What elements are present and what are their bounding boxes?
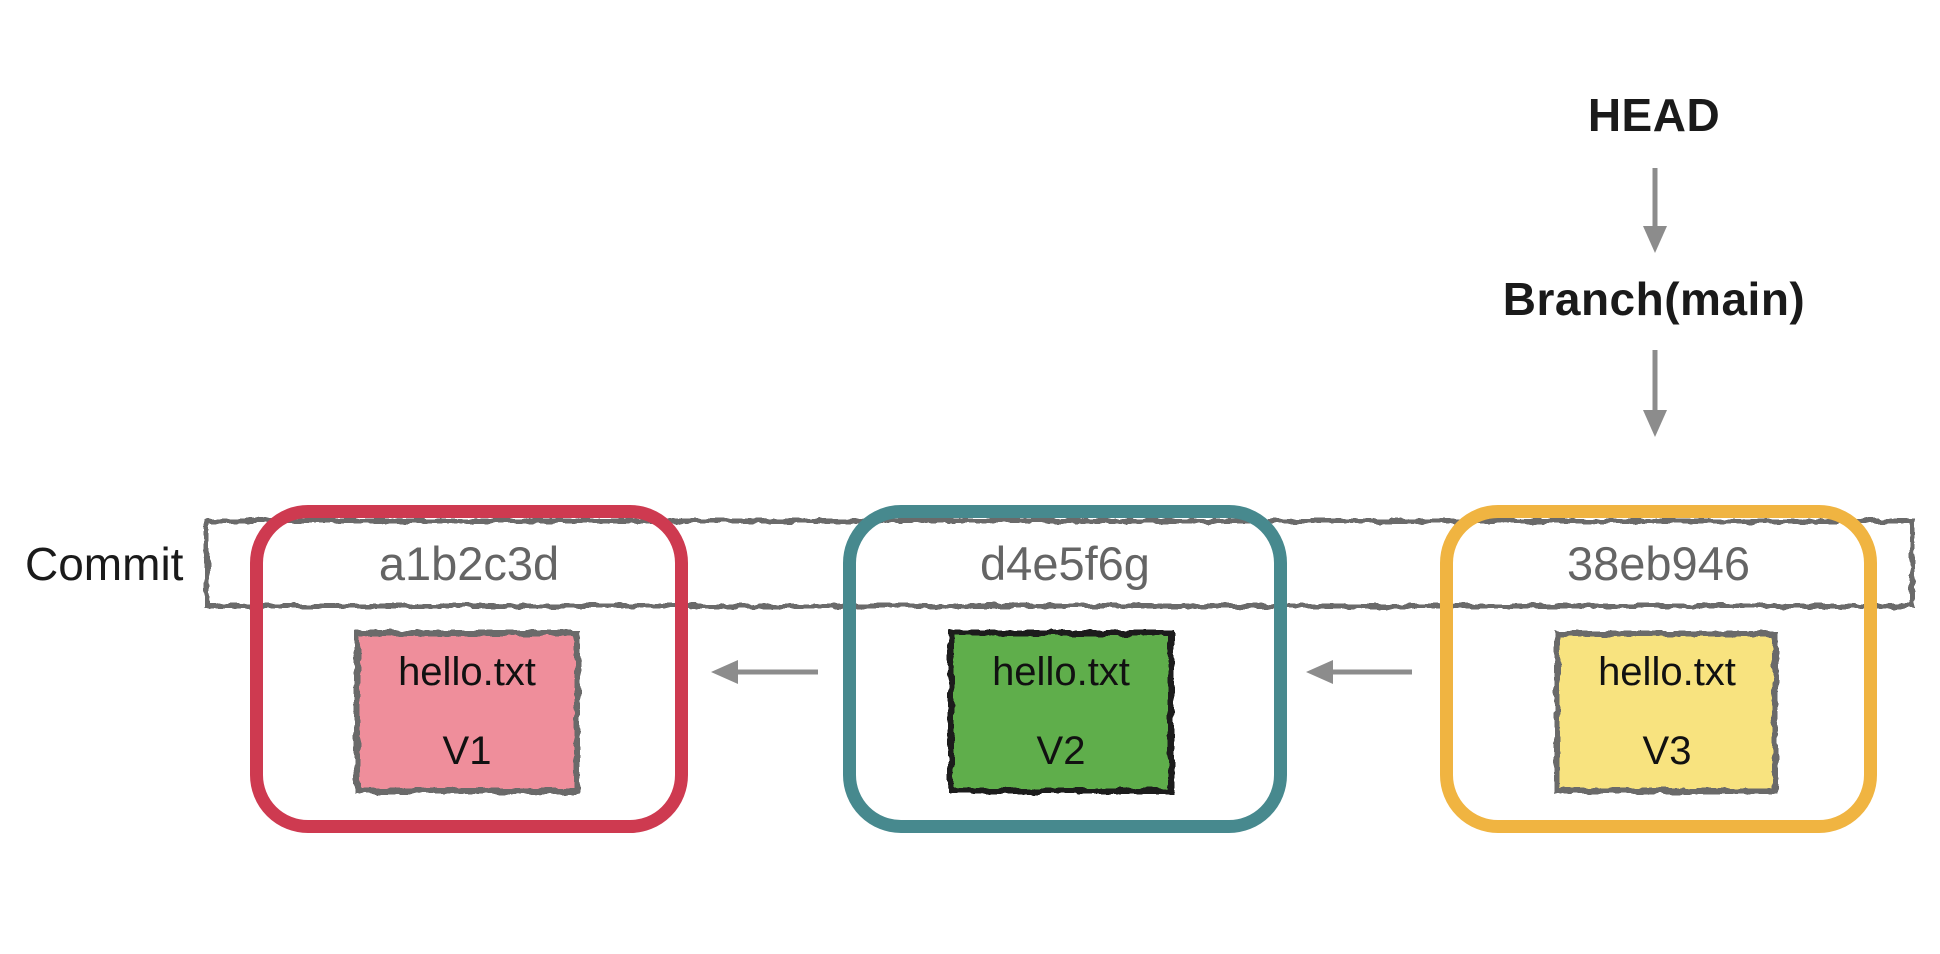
file-name-1: hello.txt (398, 650, 536, 694)
commit-hash-1: a1b2c3d (378, 537, 560, 590)
commit-box-3: 38eb946 (1440, 505, 1877, 833)
branch-label: Branch(main) (1502, 273, 1806, 325)
commit-band (204, 518, 1915, 609)
file-box-v1 (354, 630, 580, 794)
file-label-3: hello.txt V3 (1557, 633, 1777, 791)
file-version-2: V2 (1036, 729, 1086, 773)
file-name-3: hello.txt (1598, 650, 1736, 694)
down-arrow-icon-head-to-branch (1643, 168, 1667, 253)
commit-hash-2: d4e5f6g (980, 537, 1150, 590)
commit-hash-3: 38eb946 (1567, 537, 1750, 590)
commit-row-label: Commit (25, 537, 184, 590)
commit-box-1: a1b2c3d (250, 505, 688, 833)
file-label-2: hello.txt V2 (951, 633, 1171, 791)
file-version-1: V1 (442, 729, 492, 773)
left-arrow-icon-commit2-to-commit1 (711, 660, 818, 684)
commit-box-2: d4e5f6g (843, 505, 1287, 833)
file-box-v2 (948, 630, 1174, 794)
left-arrow-icon-commit3-to-commit2 (1306, 660, 1412, 684)
down-arrow-icon-branch-to-commit (1643, 350, 1667, 437)
file-box-v3 (1554, 631, 1778, 794)
file-version-3: V3 (1642, 729, 1692, 773)
head-label: HEAD (1587, 89, 1721, 141)
file-label-1: hello.txt V1 (357, 633, 577, 791)
file-name-2: hello.txt (992, 650, 1130, 694)
